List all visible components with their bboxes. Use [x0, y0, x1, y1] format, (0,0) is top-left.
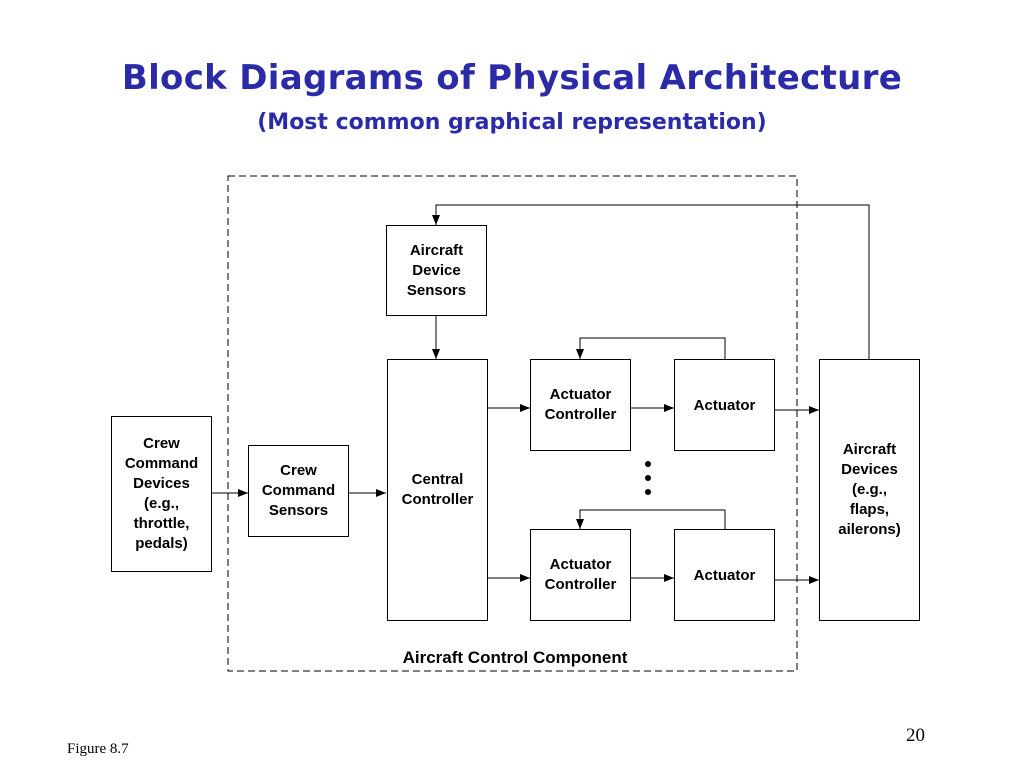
crew-command-devices-block: Crew Command Devices (e.g., throttle, pe…	[111, 416, 212, 572]
arrow-feedback-to-device-sensors	[432, 204, 870, 359]
actuator-1-block: Actuator	[674, 359, 775, 451]
actuator-2-block: Actuator	[674, 529, 775, 621]
aircraft-device-sensors-block: Aircraft Device Sensors	[386, 225, 487, 316]
aircraft-devices-block: Aircraft Devices (e.g., flaps, ailerons)	[819, 359, 920, 621]
ellipsis-dot	[645, 489, 651, 495]
actuator-controller-2-block: Actuator Controller	[530, 529, 631, 621]
central-controller-block: Central Controller	[387, 359, 488, 621]
ellipsis-dot	[645, 461, 651, 467]
component-boundary	[227, 175, 798, 672]
figure-label: Figure 8.7	[67, 741, 129, 757]
ellipsis-dot	[645, 475, 651, 481]
crew-command-sensors-block: Crew Command Sensors	[248, 445, 349, 537]
arrow-actuator-feedback-1	[576, 337, 726, 360]
actuator-controller-1-block: Actuator Controller	[530, 359, 631, 451]
arrow-actuator-feedback-2	[576, 509, 726, 530]
slide-title: Block Diagrams of Physical Architecture	[121, 58, 903, 98]
slide-subtitle: (Most common graphical representation)	[257, 110, 767, 135]
component-label: Aircraft Control Component	[402, 648, 628, 667]
page-number: 20	[906, 725, 925, 746]
